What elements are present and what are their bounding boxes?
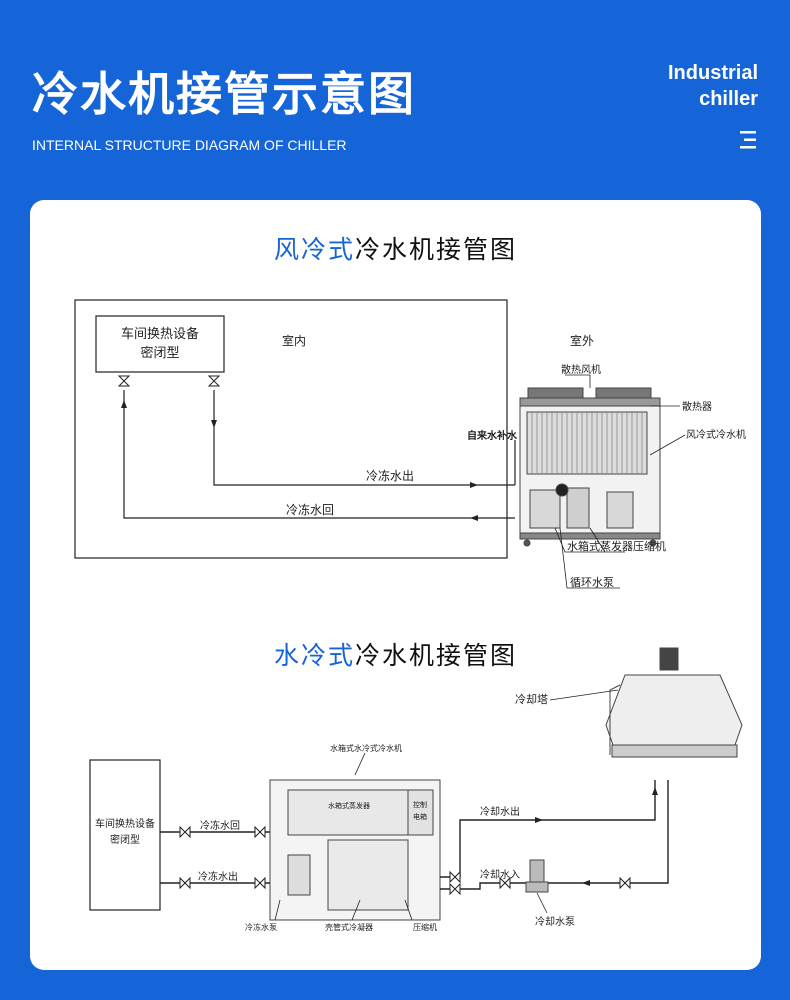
chiller-label: 风冷式冷水机 <box>686 428 746 441</box>
cooling-tower <box>605 647 743 758</box>
tower-label: 冷却塔 <box>515 693 548 706</box>
cooling-out-pipe <box>440 780 656 878</box>
valve-icon <box>117 375 131 387</box>
cooling-in-pipe <box>440 780 669 890</box>
cooling-pump <box>525 859 549 893</box>
air-cooled-title-accent: 风冷式 <box>273 235 355 264</box>
workshop-equipment-box <box>95 315 225 373</box>
makeup-water-label: 自来水补水 <box>467 429 518 442</box>
content-card: 风冷式冷水机接管图 <box>30 200 761 970</box>
chilled-return-label: 冷冻水回 <box>200 819 240 832</box>
fan-label: 散热风机 <box>561 363 601 376</box>
supply-label: 冷冻水出 <box>366 468 414 483</box>
return-label: 冷冻水回 <box>286 502 334 517</box>
page-subtitle: INTERNAL STRUCTURE DIAGRAM OF CHILLER <box>32 137 347 153</box>
water-cooled-title: 水冷式冷水机接管图 <box>30 636 761 672</box>
chilled-supply-label: 冷冻水出 <box>198 870 238 883</box>
chiller-label: 水箱式水冷式冷水机 <box>330 743 402 753</box>
equipment-label: 车间换热设备 <box>95 817 155 830</box>
valve-icon <box>449 870 461 884</box>
control-label-2: 电箱 <box>413 812 427 821</box>
water-cooled-title-rest: 冷水机接管图 <box>355 641 518 670</box>
indoor-boundary <box>74 299 508 559</box>
outdoor-label: 室外 <box>570 333 594 348</box>
valve-icon <box>499 876 511 890</box>
valve-icon <box>179 876 191 890</box>
menu-icon <box>740 131 756 149</box>
compressor-label: 压缩机 <box>413 922 437 932</box>
evaporator-box-label: 水箱式蒸发器 <box>328 801 370 810</box>
valve-icon <box>179 825 191 839</box>
valve-icon <box>254 825 266 839</box>
brand-line1: Industrial <box>667 62 758 84</box>
valve-icon <box>619 876 631 890</box>
water-cooled-diagram: 冷却塔 水箱式水冷式冷水机 车间换热设备 密闭型 冷冻水回 冷冻水出 冷却水出 … <box>89 647 743 932</box>
valve-icon <box>207 375 221 387</box>
valve-icon <box>254 876 266 890</box>
air-cooled-title: 风冷式冷水机接管图 <box>30 230 761 266</box>
air-cooled-chiller-unit <box>519 387 661 547</box>
cooling-pump-label: 冷却水泵 <box>535 915 575 928</box>
workshop-equipment-box <box>89 759 161 911</box>
radiator-label: 散热器 <box>682 400 712 413</box>
brand-label: Industrial chiller <box>668 60 758 112</box>
water-cooled-chiller-unit <box>269 779 441 921</box>
evaporator-label: 水箱式蒸发器 <box>567 539 633 553</box>
equipment-label-2: 密闭型 <box>110 833 140 846</box>
control-label: 控制 <box>413 800 427 809</box>
pump-label: 循环水泵 <box>570 576 614 589</box>
valve-icon <box>449 882 461 896</box>
equipment-label: 车间换热设备 <box>121 326 199 342</box>
indoor-label: 室内 <box>282 333 306 348</box>
cooling-out-label: 冷却水出 <box>480 805 520 818</box>
compressor-label: 压缩机 <box>633 539 666 553</box>
chilled-pump-label: 冷冻水泵 <box>245 922 277 932</box>
air-cooled-title-rest: 冷水机接管图 <box>355 235 518 264</box>
return-pipe <box>123 390 515 519</box>
page-title: 冷水机接管示意图 <box>32 67 416 121</box>
cooling-in-label: 冷却水入 <box>480 868 520 881</box>
air-cooled-diagram: 车间换热设备 密闭型 室内 室外 散热风机 散热器 风冷式冷水机 自来水补水 冷… <box>74 299 746 589</box>
water-cooled-title-accent: 水冷式 <box>273 641 355 670</box>
brand-line2: chiller <box>699 88 758 110</box>
equipment-label-2: 密闭型 <box>140 345 179 361</box>
condenser-label: 壳管式冷凝器 <box>325 922 373 932</box>
